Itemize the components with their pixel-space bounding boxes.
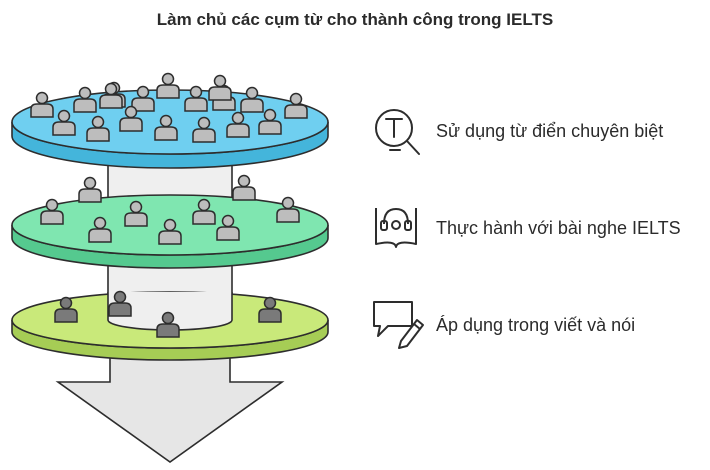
diagram-title: Làm chủ các cụm từ cho thành công trong … — [156, 10, 554, 29]
person-icon — [284, 92, 308, 119]
layer-label-1: Sử dụng từ điển chuyên biệt — [436, 121, 664, 141]
person-icon — [156, 311, 180, 338]
person-icon — [73, 86, 97, 113]
person-icon — [124, 200, 148, 227]
person-icon — [192, 198, 216, 225]
person-icon — [158, 218, 182, 245]
person-icon — [192, 116, 216, 143]
person-icon — [156, 72, 180, 99]
person-icon — [184, 85, 208, 112]
person-icon — [226, 111, 250, 138]
person-icon — [78, 176, 102, 203]
person-icon — [276, 196, 300, 223]
person-icon — [216, 214, 240, 241]
layer-label-2: Thực hành với bài nghe IELTS — [436, 218, 681, 238]
person-icon — [258, 296, 282, 323]
person-icon — [54, 296, 78, 323]
person-icon — [88, 216, 112, 243]
person-icon — [240, 86, 264, 113]
person-icon — [52, 109, 76, 136]
person-icon — [108, 290, 132, 317]
person-icon — [208, 74, 232, 101]
person-icon — [40, 198, 64, 225]
person-icon — [131, 85, 155, 112]
dictionary-magnifier-icon — [375, 109, 420, 155]
person-icon — [232, 174, 256, 201]
person-icon — [30, 91, 54, 118]
person-icon — [99, 82, 123, 109]
headphones-book-icon — [375, 208, 417, 248]
person-icon — [258, 108, 282, 135]
person-icon — [119, 105, 143, 132]
person-icon — [86, 115, 110, 142]
down-arrow — [55, 354, 285, 463]
person-icon — [154, 114, 178, 141]
layer-label-3: Áp dụng trong viết và nói — [436, 315, 636, 335]
chat-pencil-icon — [373, 301, 424, 349]
